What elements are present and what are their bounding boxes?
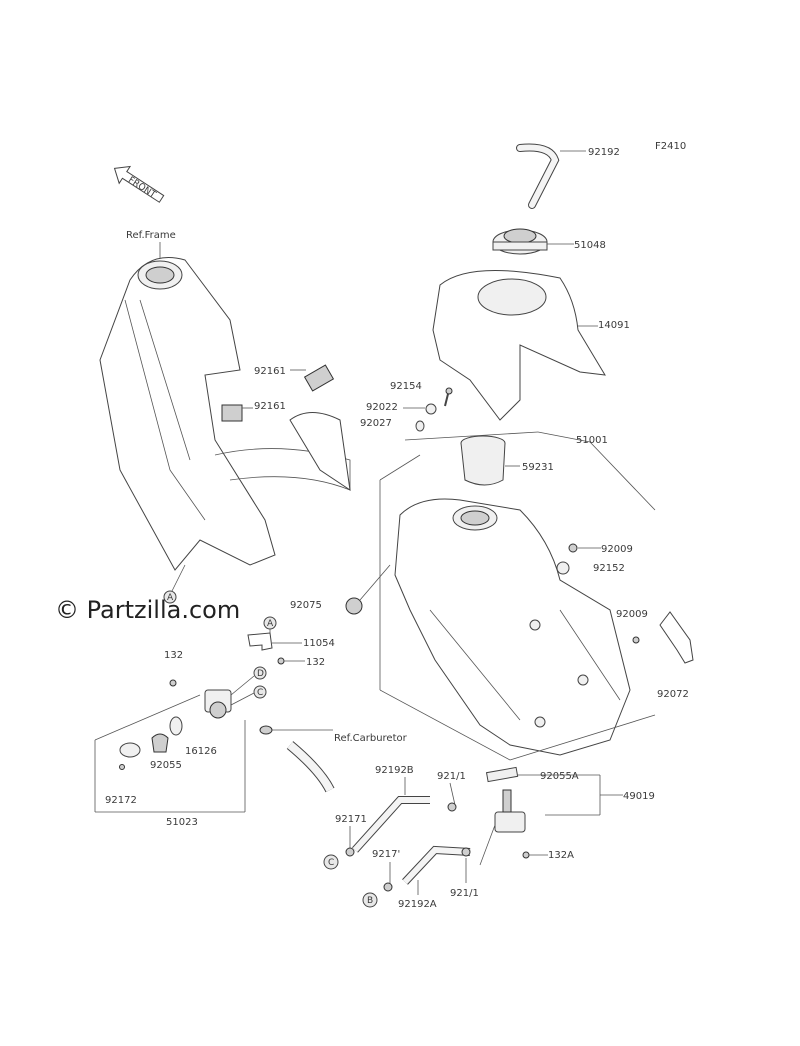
label-92161-upper: 92161 xyxy=(254,366,286,377)
label-92171-left: 92171 xyxy=(335,814,367,825)
breather-hose-92192 xyxy=(516,143,586,209)
collar-92152 xyxy=(556,561,570,575)
label-14091: 14091 xyxy=(598,320,630,331)
bracket-outline-51023 xyxy=(94,694,246,813)
rubber-pad-92161-upper xyxy=(290,364,335,392)
label-92055A: 92055A xyxy=(540,771,579,782)
callout-b-lower: B xyxy=(367,896,373,906)
label-51048: 51048 xyxy=(574,240,606,251)
ref-carburetor-label: Ref.Carburetor xyxy=(334,733,408,744)
label-92075: 92075 xyxy=(290,600,322,611)
fuel-cock-49019 xyxy=(479,789,526,866)
label-92027: 92027 xyxy=(360,418,392,429)
hose-92192B xyxy=(352,796,430,853)
fuel-cock-body-16126 xyxy=(204,675,255,719)
tank-cover-14091 xyxy=(432,269,606,421)
bolt-92009-lower xyxy=(632,636,640,644)
rubber-pad-92161-lower xyxy=(221,404,253,422)
damper-92075 xyxy=(345,564,391,615)
label-132-left: 132 xyxy=(164,650,183,661)
label-92072: 92072 xyxy=(657,689,689,700)
label-92172: 92172 xyxy=(105,795,137,806)
bolt-132-left xyxy=(169,679,177,687)
bolt-132A xyxy=(522,851,548,859)
label-92161-lower: 92161 xyxy=(254,401,286,412)
label-92154: 92154 xyxy=(390,381,422,392)
label-92171-bottom: 921/1 xyxy=(450,888,479,899)
hose-92192A xyxy=(402,845,471,885)
label-11054: 11054 xyxy=(303,638,335,649)
clamp-92171-left xyxy=(345,847,355,857)
label-92152: 92152 xyxy=(593,563,625,574)
label-92171-top: 921/1 xyxy=(437,771,466,782)
fuel-filter-59231 xyxy=(460,435,520,486)
svg-text:FRONT: FRONT xyxy=(126,175,158,200)
bolt-92009-upper xyxy=(568,543,601,553)
front-arrow-icon: FRONT xyxy=(113,165,165,203)
label-16126: 16126 xyxy=(185,746,217,757)
clamp-92171-top xyxy=(447,802,457,812)
label-51001: 51001 xyxy=(576,435,608,446)
clamp-92171-bottom xyxy=(461,847,471,857)
callout-c-lower: C xyxy=(328,858,334,868)
label-92009-upper: 92009 xyxy=(601,544,633,555)
label-59231: 59231 xyxy=(522,462,554,473)
callout-c-upper: C xyxy=(257,688,263,698)
label-49019: 49019 xyxy=(623,791,655,802)
label-92192: 92192 xyxy=(588,147,620,158)
o-ring-92055 xyxy=(151,716,183,753)
fuel-tank-51001 xyxy=(394,498,631,756)
plate-92172 xyxy=(119,742,141,770)
watermark: © Partzilla.com xyxy=(55,596,240,624)
label-132-right: 132 xyxy=(306,657,325,668)
label-51023: 51023 xyxy=(166,817,198,828)
callout-a-bracket: A xyxy=(267,619,274,629)
callout-a-frame: A xyxy=(167,593,174,603)
label-92022: 92022 xyxy=(366,402,398,413)
bracket-11054 xyxy=(247,632,302,651)
carb-hose xyxy=(259,725,335,793)
bolt-92154 xyxy=(444,387,453,407)
label-132A: 132A xyxy=(548,850,574,861)
grommet-92027 xyxy=(415,420,425,432)
gasket-92055A xyxy=(485,766,600,783)
bolt-132-right xyxy=(277,657,305,665)
callout-d-upper: D xyxy=(257,669,264,679)
label-92171-mid: 9217' xyxy=(372,849,400,860)
label-92055: 92055 xyxy=(150,760,182,771)
label-92009-lower: 92009 xyxy=(616,609,648,620)
label-92192A: 92192A xyxy=(398,899,437,910)
frame-drawing xyxy=(99,257,351,571)
collar-92022 xyxy=(403,403,437,415)
ref-frame-label: Ref.Frame xyxy=(126,230,176,241)
tank-bracket xyxy=(659,611,694,664)
fuel-cap-51048 xyxy=(492,228,574,255)
figure-code: F2410 xyxy=(655,141,686,152)
clamp-92171-mid xyxy=(383,882,393,892)
label-92192B: 92192B xyxy=(375,765,414,776)
